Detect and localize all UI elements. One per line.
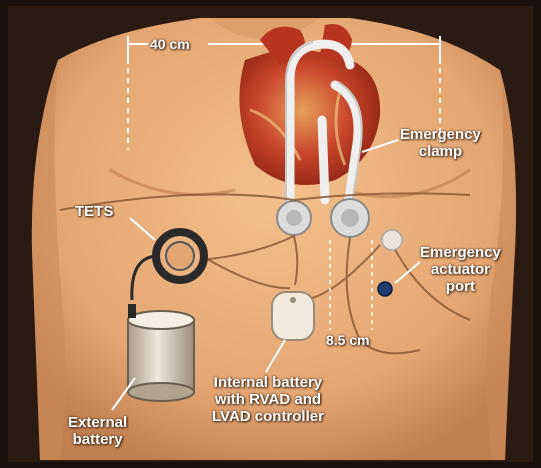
external-battery-label: External battery	[68, 414, 127, 448]
internal-battery-line-3: LVAD controller	[212, 408, 324, 425]
emergency-actuator-port-label: Emergency actuator port	[420, 244, 501, 295]
width-dimension-label: 40 cm	[150, 36, 190, 53]
internal-battery-line-1: Internal battery	[212, 374, 324, 391]
external-battery-line-2: battery	[68, 431, 127, 448]
emergency-port-lower	[378, 282, 392, 296]
external-battery-line-1: External	[68, 414, 127, 431]
emergency-clamp-label: Emergency clamp	[400, 126, 481, 160]
emergency-clamp-line-2: clamp	[400, 143, 481, 160]
emergency-actuator-line-1: Emergency	[420, 244, 501, 261]
internal-battery-line-2: with RVAD and	[212, 391, 324, 408]
internal-battery-controller	[272, 292, 314, 340]
emergency-actuator-line-3: port	[420, 278, 501, 295]
pump-rvad	[277, 201, 311, 235]
internal-battery-label: Internal battery with RVAD and LVAD cont…	[212, 374, 324, 425]
emergency-clamp-line-1: Emergency	[400, 126, 481, 143]
pump-lvad	[331, 199, 369, 237]
emergency-port-upper	[382, 230, 402, 250]
tets-label: TETS	[75, 203, 113, 220]
emergency-actuator-line-2: actuator	[420, 261, 501, 278]
spacing-dimension-label: 8.5 cm	[326, 332, 370, 349]
external-battery	[128, 304, 194, 401]
